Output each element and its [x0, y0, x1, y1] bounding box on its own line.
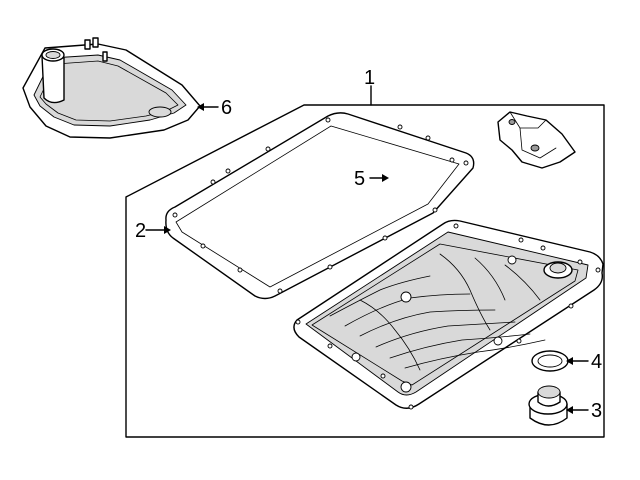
- callout-6: 6: [221, 97, 232, 119]
- gasket-part-2[interactable]: [165, 112, 475, 300]
- callout-2: 2: [135, 220, 146, 242]
- callout-5: 5: [354, 168, 365, 190]
- oil-pan-bolt-holes: [295, 223, 601, 410]
- arrow-5-icon: [382, 174, 389, 182]
- assembly-outline: [125, 85, 605, 438]
- arrow-3-icon: [566, 406, 573, 414]
- arrow-6-icon: [197, 103, 204, 111]
- drain-plug-part-3[interactable]: [528, 385, 568, 426]
- callout-1: 1: [364, 67, 375, 89]
- arrowheads: [164, 103, 573, 414]
- callout-3: 3: [591, 400, 602, 422]
- oil-pan-part-1[interactable]: [293, 219, 604, 410]
- callout-4: 4: [591, 351, 602, 373]
- arrow-2-icon: [164, 226, 171, 234]
- bracket-part: [497, 111, 576, 169]
- seal-part-4[interactable]: [531, 350, 569, 372]
- arrow-4-icon: [566, 357, 573, 365]
- filter-part-6[interactable]: [22, 37, 201, 139]
- callout-labels: 1 2 3 4 5 6: [135, 67, 602, 422]
- gasket-bolt-holes: [172, 117, 469, 294]
